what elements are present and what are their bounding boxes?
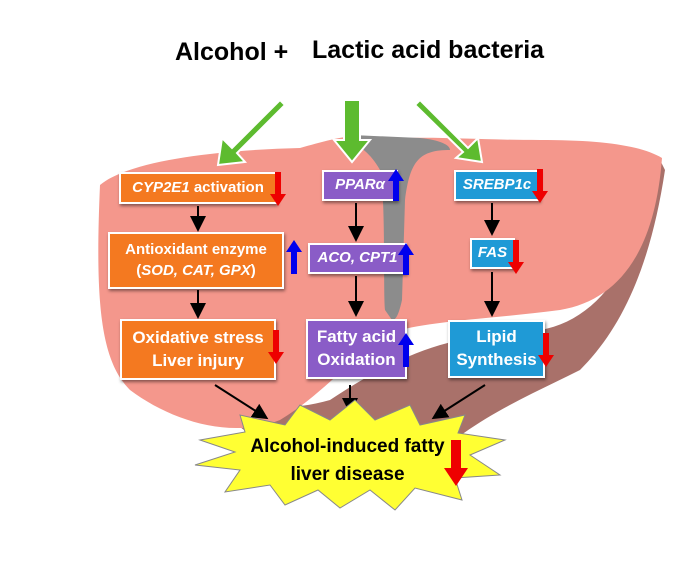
box-lipid-synthesis: Lipid Synthesis [448,320,545,378]
green-arrow-alcohol [216,98,287,167]
box-fas: FAS [470,238,515,269]
up-arrow-icon [286,240,302,274]
ppara-label: PPARα [335,176,385,194]
srebp-label: SREBP1c [462,176,532,194]
down-arrow-icon [268,330,284,364]
aco-label: ACO, CPT1 [317,249,398,267]
outcome-line1: Alcohol-induced fatty [250,436,445,457]
green-arrow-lab-right [413,98,484,164]
oxidative-label: Oxidative stress [132,327,264,347]
box-ppara: PPARα [322,170,398,201]
down-arrow-icon [270,172,286,206]
up-arrow-icon [388,169,404,201]
flow-arrows [190,203,500,420]
box-srebp1c: SREBP1c [454,170,540,201]
paren-open: ( [136,261,142,279]
paren-close: ) [250,261,256,279]
title-lactic-acid-bacteria: Lactic acid bacteria [312,36,545,64]
down-arrow-icon [508,240,524,274]
liver-injury-label: Liver injury [152,350,244,370]
synthesis-label: Synthesis [456,350,537,369]
enzymes-label: SOD, CAT, GPX [141,261,251,279]
liver-shadow [120,160,665,470]
fatty-acid-label: Fatty acid [316,327,397,347]
box-antioxidant: Antioxidant enzyme (SOD, CAT, GPX) [108,232,284,289]
title-alcohol: Alcohol + [175,38,289,66]
vessel [352,135,450,320]
antioxidant-label: Antioxidant enzyme [125,241,267,259]
cyp2e1-label: CYP2E1 [132,178,190,196]
outcome-line2: liver disease [290,464,405,485]
down-arrow-icon [444,440,468,486]
box-cyp2e1: CYP2E1 activation [119,172,277,204]
outcome-burst [194,399,507,511]
box-fatty-acid-oxidation: Fatty acid Oxidation [306,319,407,379]
activation-label: activation [189,178,264,196]
fas-label: FAS [477,244,508,262]
up-arrow-icon [398,243,414,275]
oxidation-label: Oxidation [317,350,396,369]
green-arrow-lab-center [331,99,373,164]
up-arrow-icon [398,333,414,367]
box-aco-cpt1: ACO, CPT1 [308,243,407,274]
down-arrow-icon [538,333,554,367]
down-arrow-icon [532,169,548,203]
box-oxidative-stress: Oxidative stress Liver injury [120,319,276,380]
lipid-label: Lipid [476,327,517,347]
